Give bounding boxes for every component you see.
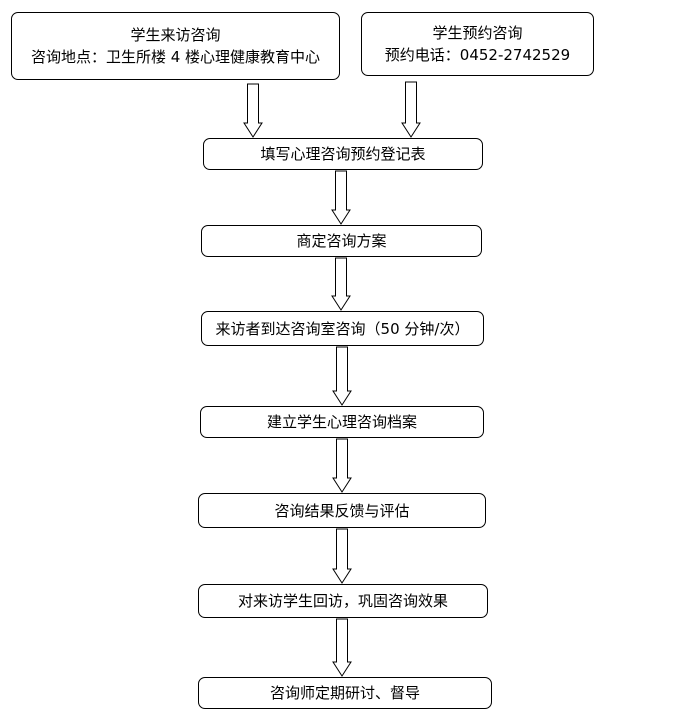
- arrow-archive-to-feedback: [332, 438, 352, 493]
- step-follow-up: 对来访学生回访，巩固咨询效果: [198, 584, 488, 618]
- step-registration-form: 填写心理咨询预约登记表: [203, 138, 483, 170]
- step-label: 对来访学生回访，巩固咨询效果: [237, 592, 448, 610]
- arrow-feedback-to-follow-up: [332, 528, 352, 584]
- arrow-session-to-archive: [332, 346, 352, 406]
- walk-in-title: 学生来访咨询: [130, 26, 221, 44]
- walk-in-location: 咨询地点：卫生所楼 4 楼心理健康教育中心: [30, 48, 321, 66]
- arrow-follow-up-to-supervision: [332, 618, 352, 677]
- arrow-plan-to-session: [331, 257, 351, 311]
- step-feedback-evaluation: 咨询结果反馈与评估: [198, 493, 486, 528]
- step-label: 咨询师定期研讨、督导: [269, 684, 420, 702]
- arrow-registration-to-plan: [331, 170, 351, 225]
- step-archive: 建立学生心理咨询档案: [200, 406, 484, 438]
- step-label: 来访者到达咨询室咨询（50 分钟/次）: [215, 319, 470, 338]
- appointment-consultation-box: 学生预约咨询 预约电话：0452-2742529: [361, 12, 594, 76]
- step-label: 建立学生心理咨询档案: [266, 413, 417, 431]
- step-label: 商定咨询方案: [296, 232, 387, 250]
- step-label: 填写心理咨询预约登记表: [260, 145, 426, 163]
- appointment-phone: 预约电话：0452-2742529: [384, 46, 571, 64]
- step-label: 咨询结果反馈与评估: [274, 501, 410, 520]
- arrow-appointment-to-registration: [401, 81, 421, 138]
- step-session: 来访者到达咨询室咨询（50 分钟/次）: [201, 311, 484, 346]
- step-supervision: 咨询师定期研讨、督导: [198, 677, 492, 709]
- walk-in-consultation-box: 学生来访咨询 咨询地点：卫生所楼 4 楼心理健康教育中心: [11, 12, 340, 80]
- step-consultation-plan: 商定咨询方案: [201, 225, 482, 257]
- arrow-walk-in-to-registration: [243, 83, 263, 138]
- appointment-title: 学生预约咨询: [432, 24, 523, 42]
